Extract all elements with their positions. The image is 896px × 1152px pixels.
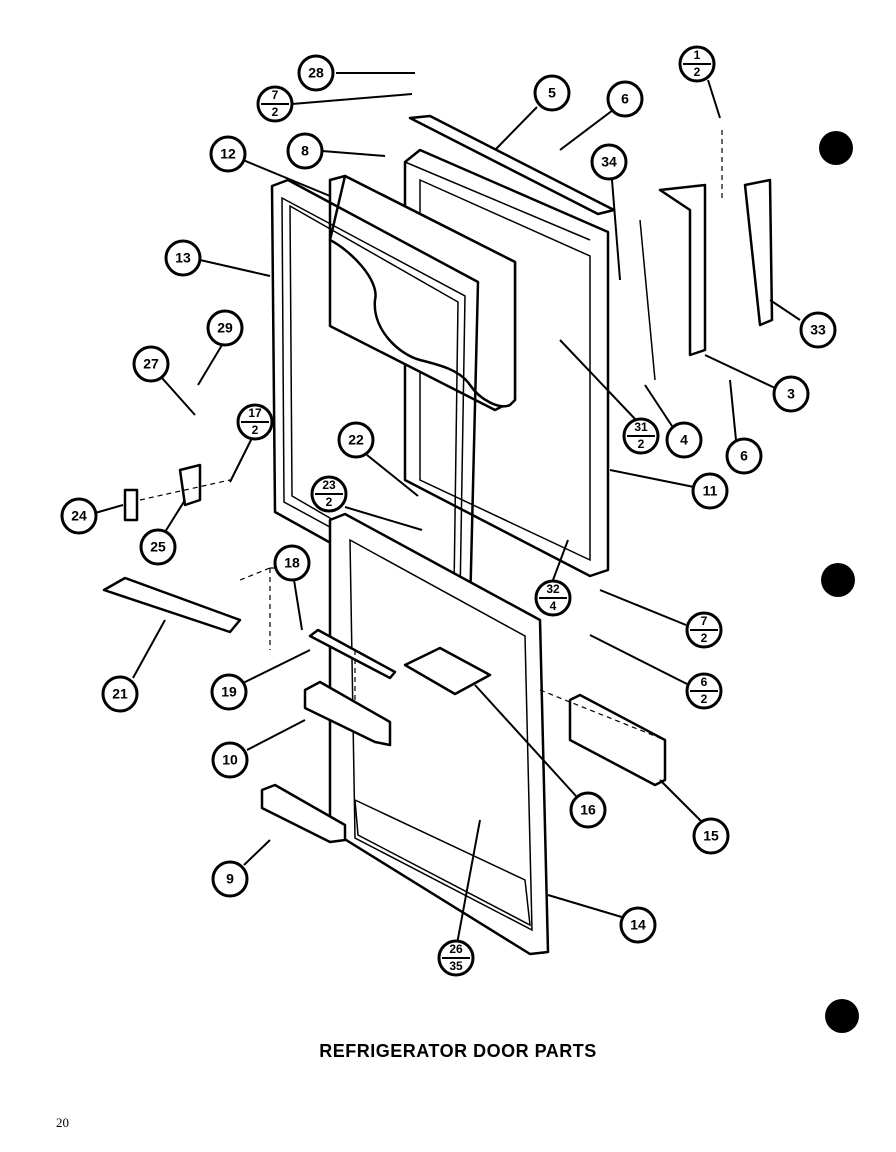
- svg-text:6: 6: [701, 675, 708, 689]
- callout-27: 27: [132, 345, 170, 383]
- svg-text:13: 13: [175, 250, 191, 266]
- svg-text:21: 21: [112, 686, 128, 702]
- svg-text:4: 4: [550, 599, 557, 613]
- callout-6-top: 6: [606, 80, 644, 118]
- svg-text:7: 7: [272, 88, 279, 102]
- callout-9: 9: [211, 860, 249, 898]
- egg-tray-21: [102, 576, 242, 634]
- binder-hole-bottom: [825, 999, 859, 1033]
- svg-text:35: 35: [449, 959, 463, 973]
- callout-29: 29: [206, 309, 244, 347]
- callout-5: 5: [533, 74, 571, 112]
- svg-text:2: 2: [326, 495, 333, 509]
- svg-text:4: 4: [680, 432, 688, 448]
- svg-text:2: 2: [638, 437, 645, 451]
- callout-16: 16: [569, 791, 607, 829]
- callout-28: 28: [297, 54, 335, 92]
- svg-text:2: 2: [694, 65, 701, 79]
- callout-22: 22: [337, 421, 375, 459]
- svg-text:29: 29: [217, 320, 233, 336]
- binder-hole-top: [819, 131, 853, 165]
- bin-9: [260, 783, 347, 844]
- svg-text:9: 9: [226, 871, 234, 887]
- rail-19: [308, 628, 397, 680]
- svg-text:10: 10: [222, 752, 238, 768]
- svg-text:23: 23: [322, 478, 336, 492]
- callout-33: 33: [799, 311, 837, 349]
- svg-text:2: 2: [701, 631, 708, 645]
- callout-6-2: 62: [685, 672, 723, 710]
- svg-text:34: 34: [601, 154, 617, 170]
- svg-text:19: 19: [221, 684, 237, 700]
- svg-text:3: 3: [787, 386, 795, 402]
- callout-12: 12: [209, 135, 247, 173]
- callout-21: 21: [101, 675, 139, 713]
- callout-8: 8: [286, 132, 324, 170]
- svg-text:33: 33: [810, 322, 826, 338]
- svg-text:18: 18: [284, 555, 300, 571]
- callout-11: 11: [691, 472, 729, 510]
- callout-6-right: 6: [725, 437, 763, 475]
- callout-31-2: 312: [622, 417, 660, 455]
- binder-hole-middle: [821, 563, 855, 597]
- callout-13: 13: [164, 239, 202, 277]
- bin-10: [303, 680, 392, 747]
- svg-text:31: 31: [634, 420, 648, 434]
- shelf-16: [403, 646, 492, 696]
- svg-text:2: 2: [252, 423, 259, 437]
- svg-text:8: 8: [301, 143, 309, 159]
- door-inner-liner: [328, 174, 517, 412]
- hinge-25: [123, 463, 202, 522]
- svg-text:22: 22: [348, 432, 364, 448]
- callout-10: 10: [211, 741, 249, 779]
- callout-23-2: 232: [310, 475, 348, 513]
- hinge-assembly: [639, 178, 774, 381]
- svg-text:15: 15: [703, 828, 719, 844]
- callout-14: 14: [619, 906, 657, 944]
- svg-text:28: 28: [308, 65, 324, 81]
- svg-text:7: 7: [701, 614, 708, 628]
- callout-25: 25: [139, 528, 177, 566]
- svg-text:32: 32: [546, 582, 560, 596]
- callout-7-2-right: 72: [685, 611, 723, 649]
- svg-text:2: 2: [701, 692, 708, 706]
- leader-lines: [94, 72, 801, 945]
- svg-text:14: 14: [630, 917, 646, 933]
- callout-1-2: 12: [678, 45, 716, 83]
- callout-15: 15: [692, 817, 730, 855]
- callout-34: 34: [590, 143, 628, 181]
- svg-text:24: 24: [71, 508, 87, 524]
- svg-text:5: 5: [548, 85, 556, 101]
- svg-text:25: 25: [150, 539, 166, 555]
- callout-24: 24: [60, 497, 98, 535]
- callout-18: 18: [273, 544, 311, 582]
- svg-text:26: 26: [449, 942, 463, 956]
- svg-text:12: 12: [220, 146, 236, 162]
- callout-3: 3: [772, 375, 810, 413]
- svg-text:27: 27: [143, 356, 159, 372]
- page-number: 20: [56, 1115, 69, 1130]
- callout-17-2: 172: [236, 403, 274, 441]
- bracket-15: [568, 693, 667, 787]
- diagram-title: REFRIGERATOR DOOR PARTS: [319, 1041, 597, 1061]
- svg-text:6: 6: [621, 91, 629, 107]
- callout-19: 19: [210, 673, 248, 711]
- svg-text:11: 11: [703, 483, 718, 499]
- svg-text:17: 17: [248, 406, 262, 420]
- svg-text:2: 2: [272, 105, 279, 119]
- svg-text:1: 1: [694, 48, 701, 62]
- callout-32-4: 324: [534, 579, 572, 617]
- svg-text:6: 6: [740, 448, 748, 464]
- svg-text:16: 16: [580, 802, 596, 818]
- callout-4: 4: [665, 421, 703, 459]
- callout-7-2-top: 72: [256, 85, 294, 123]
